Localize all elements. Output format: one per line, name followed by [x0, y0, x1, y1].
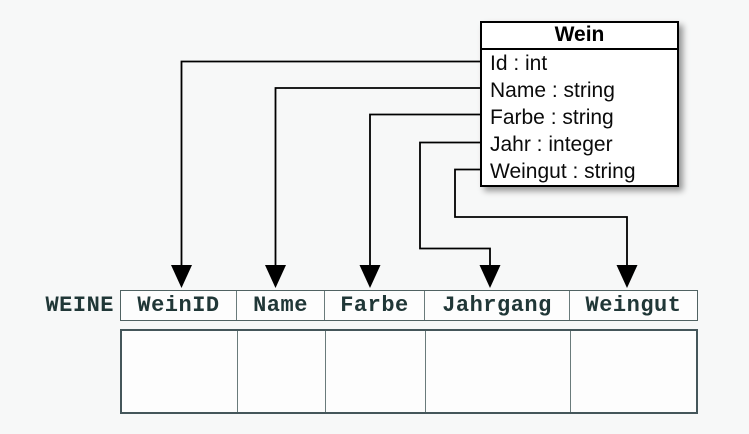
table-cell-empty: [122, 331, 238, 412]
class-attribute-farbe: Farbe : string: [490, 106, 614, 129]
connector-farbe-to-farbe: [369, 113, 480, 267]
column-header-name: Name: [237, 291, 325, 320]
arrowhead-icon: [359, 265, 381, 288]
arrowhead-icon: [265, 265, 286, 288]
column-header-farbe: Farbe: [325, 291, 425, 320]
column-header-weingut: Weingut: [585, 293, 682, 318]
table-cell-empty: [238, 331, 326, 412]
table-body-row: [120, 329, 698, 414]
connector-jahr-to-jahrgang: [419, 141, 491, 267]
table-cell-empty: [426, 331, 571, 412]
column-header-weinid: WeinID: [121, 291, 237, 320]
class-attribute-id: Id : int: [490, 52, 548, 75]
table-name-label: WEINE: [45, 293, 114, 318]
table-header-row: WeinID Name Farbe Jahrgang Weingut: [120, 290, 698, 321]
connector-weingut-to-weingut: [454, 168, 628, 267]
connector-name-to-name: [274, 87, 480, 267]
column-header-jahrgang: Jahrgang: [425, 291, 570, 320]
arrowhead-icon: [616, 265, 638, 288]
uml-class-box-wein: Wein Id : int Name : string Farbe : stri…: [480, 21, 679, 187]
table-cell-empty: [326, 331, 426, 412]
connector-id-to-weinid: [180, 60, 480, 267]
table-cell-empty: [571, 331, 696, 412]
class-title: Wein: [482, 23, 677, 50]
class-attribute-weingut: Weingut : string: [490, 160, 636, 183]
arrowhead-icon: [171, 265, 192, 288]
class-attribute-name: Name : string: [490, 79, 615, 102]
arrowhead-icon: [479, 265, 501, 288]
class-attribute-jahr: Jahr : integer: [490, 133, 613, 156]
